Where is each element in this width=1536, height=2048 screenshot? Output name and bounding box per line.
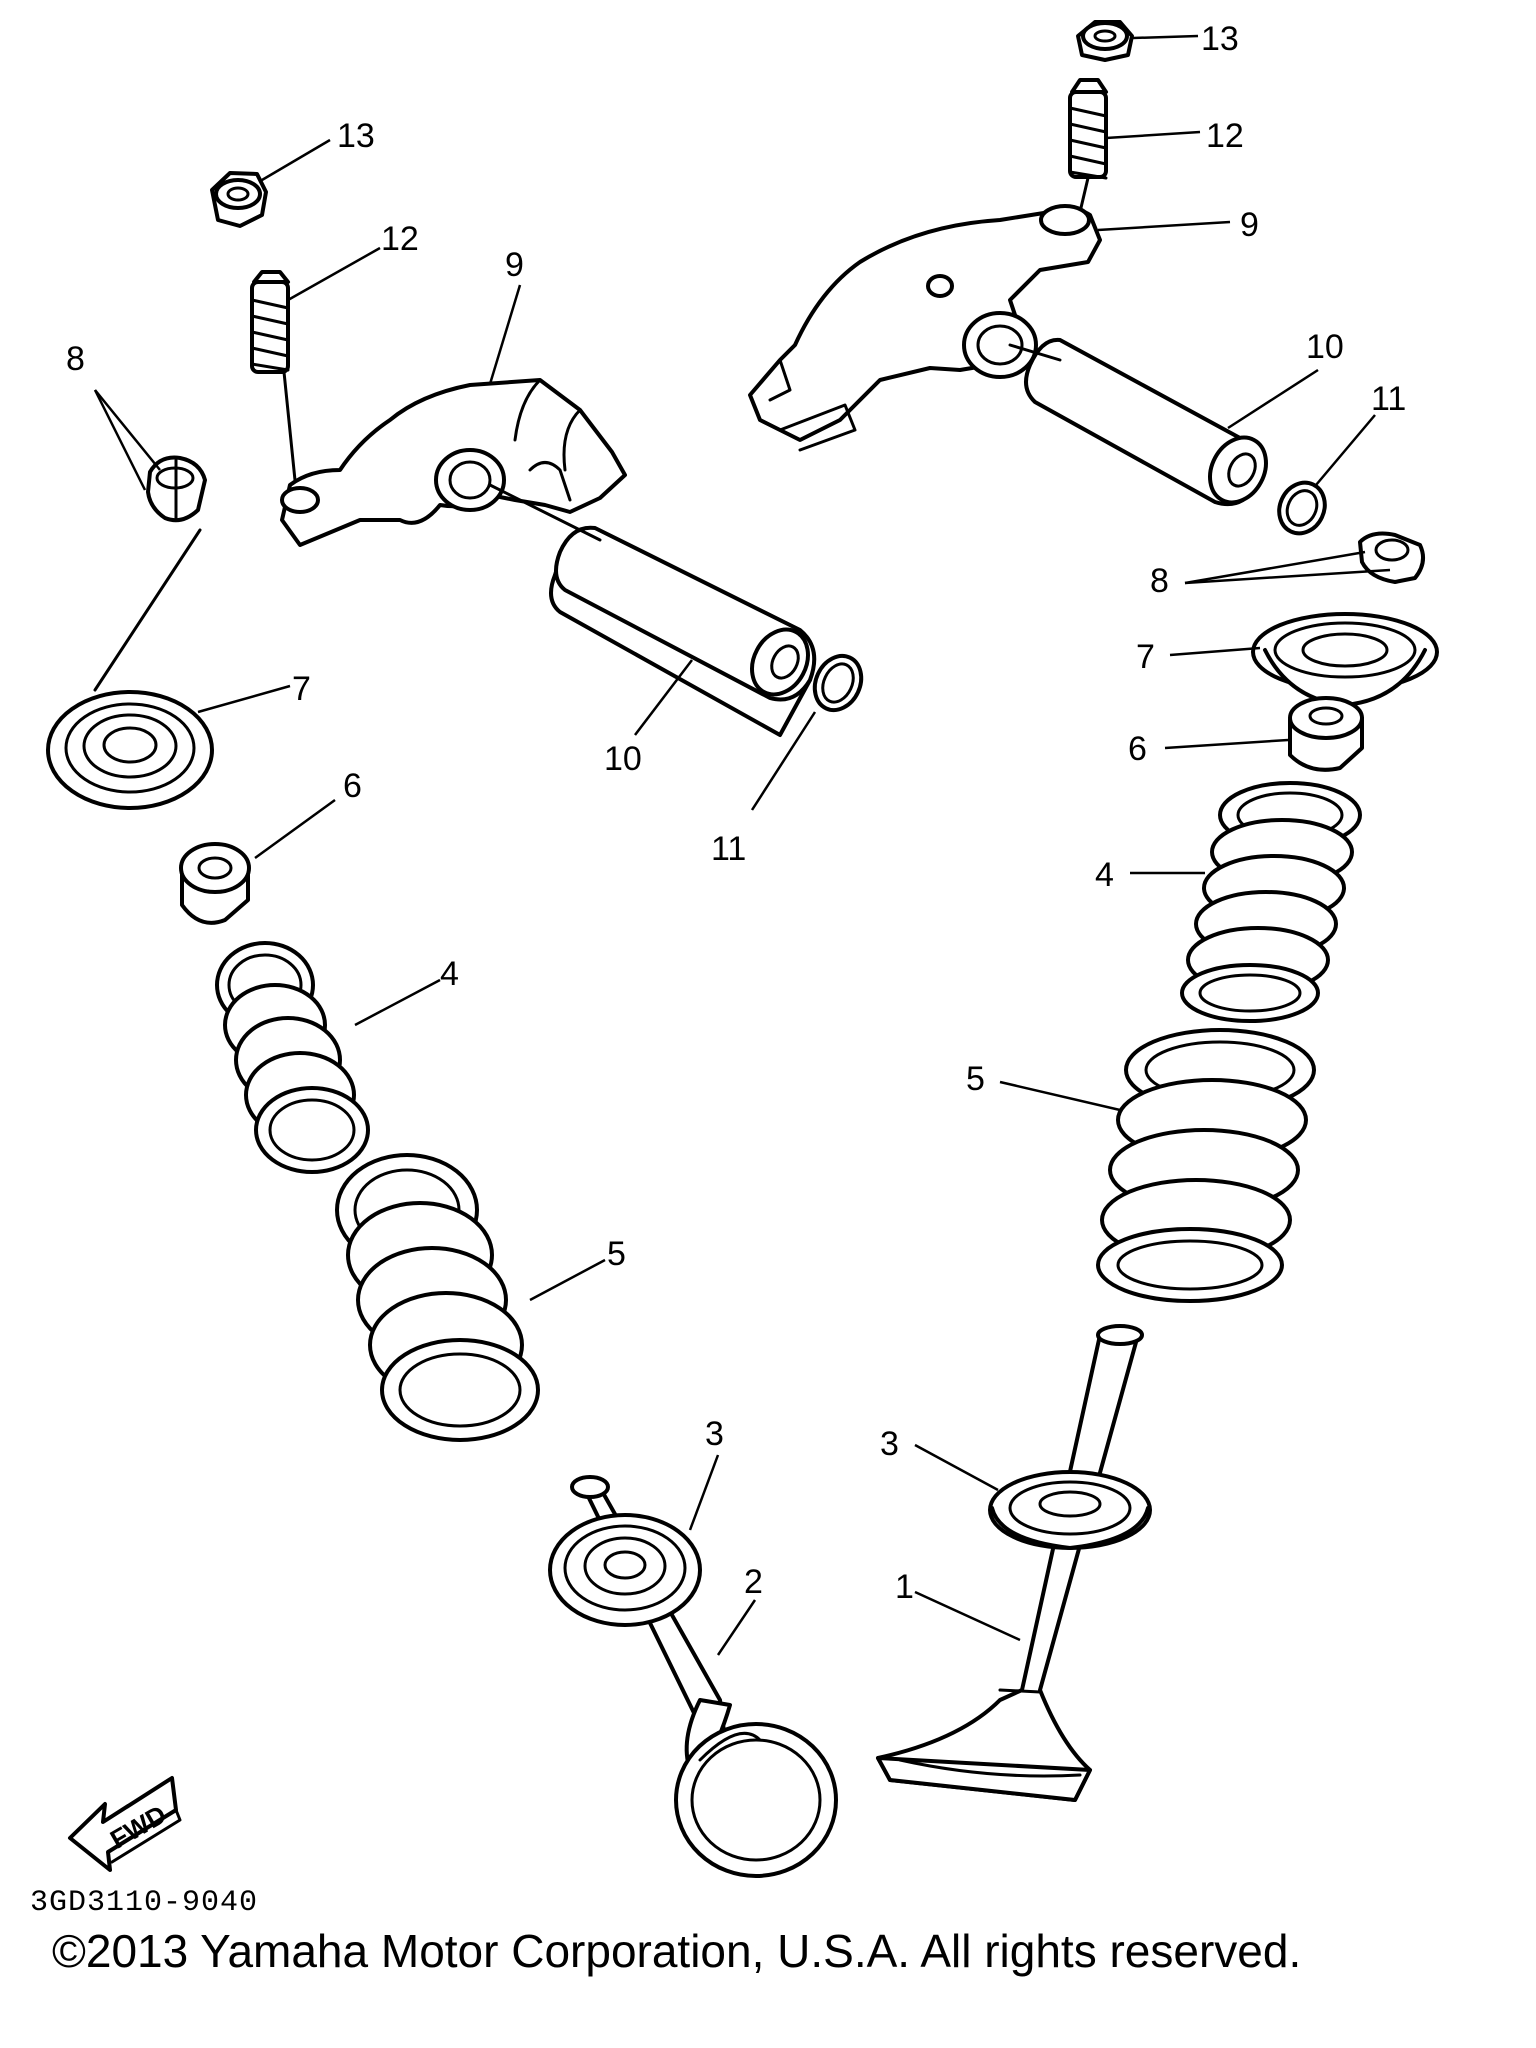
left-inner-spring-part: [215, 941, 370, 1174]
left-outer-spring-part: [335, 1153, 540, 1442]
left-rocker-shaft-part: [549, 525, 817, 737]
callout-left-valve-stem-seal: 6: [343, 767, 362, 805]
callout-left-inner-spring: 4: [440, 955, 459, 993]
callout-left-valve-retainer: 7: [292, 670, 311, 708]
right-valve-cotter-part: [1358, 531, 1426, 584]
callout-right-valve-stem-seal: 6: [1128, 730, 1147, 768]
fwd-arrow-icon: FWD: [68, 1776, 182, 1872]
right-adjusting-screw-part: [1068, 78, 1108, 180]
left-lock-nut-part: [210, 171, 268, 228]
callout-left-rocker-shaft: 10: [604, 740, 642, 778]
callout-left-adjusting-screw: 12: [381, 220, 419, 258]
right-o-ring-part: [1277, 480, 1327, 536]
right-spring-seat-part: [988, 1470, 1152, 1550]
callout-left-outer-spring: 5: [607, 1235, 626, 1273]
callout-left-o-ring: 11: [711, 830, 746, 868]
callout-right-adjusting-screw: 12: [1206, 117, 1244, 155]
callout-right-lock-nut: 13: [1201, 20, 1239, 58]
callout-right-outer-spring: 5: [966, 1060, 985, 1098]
left-valve-stem-seal-part: [179, 842, 251, 925]
right-valve-retainer-part: [1251, 612, 1439, 707]
callout-right-inner-spring: 4: [1095, 856, 1114, 894]
intake-valve-part: [876, 1324, 1144, 1802]
left-adjusting-screw-part: [250, 270, 290, 374]
callout-right-valve-cotter: 8: [1150, 562, 1169, 600]
callout-left-spring-seat: 3: [705, 1415, 724, 1453]
callout-left-rocker-arm: 9: [505, 246, 524, 284]
callout-left-valve-cotter: 8: [66, 340, 85, 378]
callout-left-lock-nut: 13: [337, 117, 375, 155]
callout-exhaust-valve: 2: [744, 1563, 763, 1601]
right-inner-spring-part: [1180, 781, 1362, 1023]
drawing-code: 3GD3110-9040: [30, 1886, 259, 1920]
callout-right-valve-retainer: 7: [1136, 638, 1155, 676]
left-spring-seat-part: [548, 1513, 702, 1627]
right-valve-stem-seal-part: [1288, 696, 1364, 772]
callout-intake-valve: 1: [895, 1568, 914, 1606]
right-rocker-arm-part: [748, 204, 1102, 452]
left-o-ring-part: [812, 653, 864, 713]
right-rocker-shaft-part: [1024, 337, 1268, 507]
copyright-notice: ©2013 Yamaha Motor Corporation, U.S.A. A…: [52, 1925, 1302, 1977]
callout-right-rocker-arm: 9: [1240, 206, 1259, 244]
right-outer-spring-part: [1096, 1028, 1316, 1303]
right-lock-nut-part: [1076, 20, 1134, 62]
left-rocker-arm-part: [280, 378, 627, 547]
left-valve-retainer-part: [46, 690, 214, 810]
callout-right-spring-seat: 3: [880, 1425, 899, 1463]
left-valve-cotter-part: [146, 455, 207, 523]
callout-right-rocker-shaft: 10: [1306, 328, 1344, 366]
callout-right-o-ring: 11: [1371, 380, 1406, 418]
